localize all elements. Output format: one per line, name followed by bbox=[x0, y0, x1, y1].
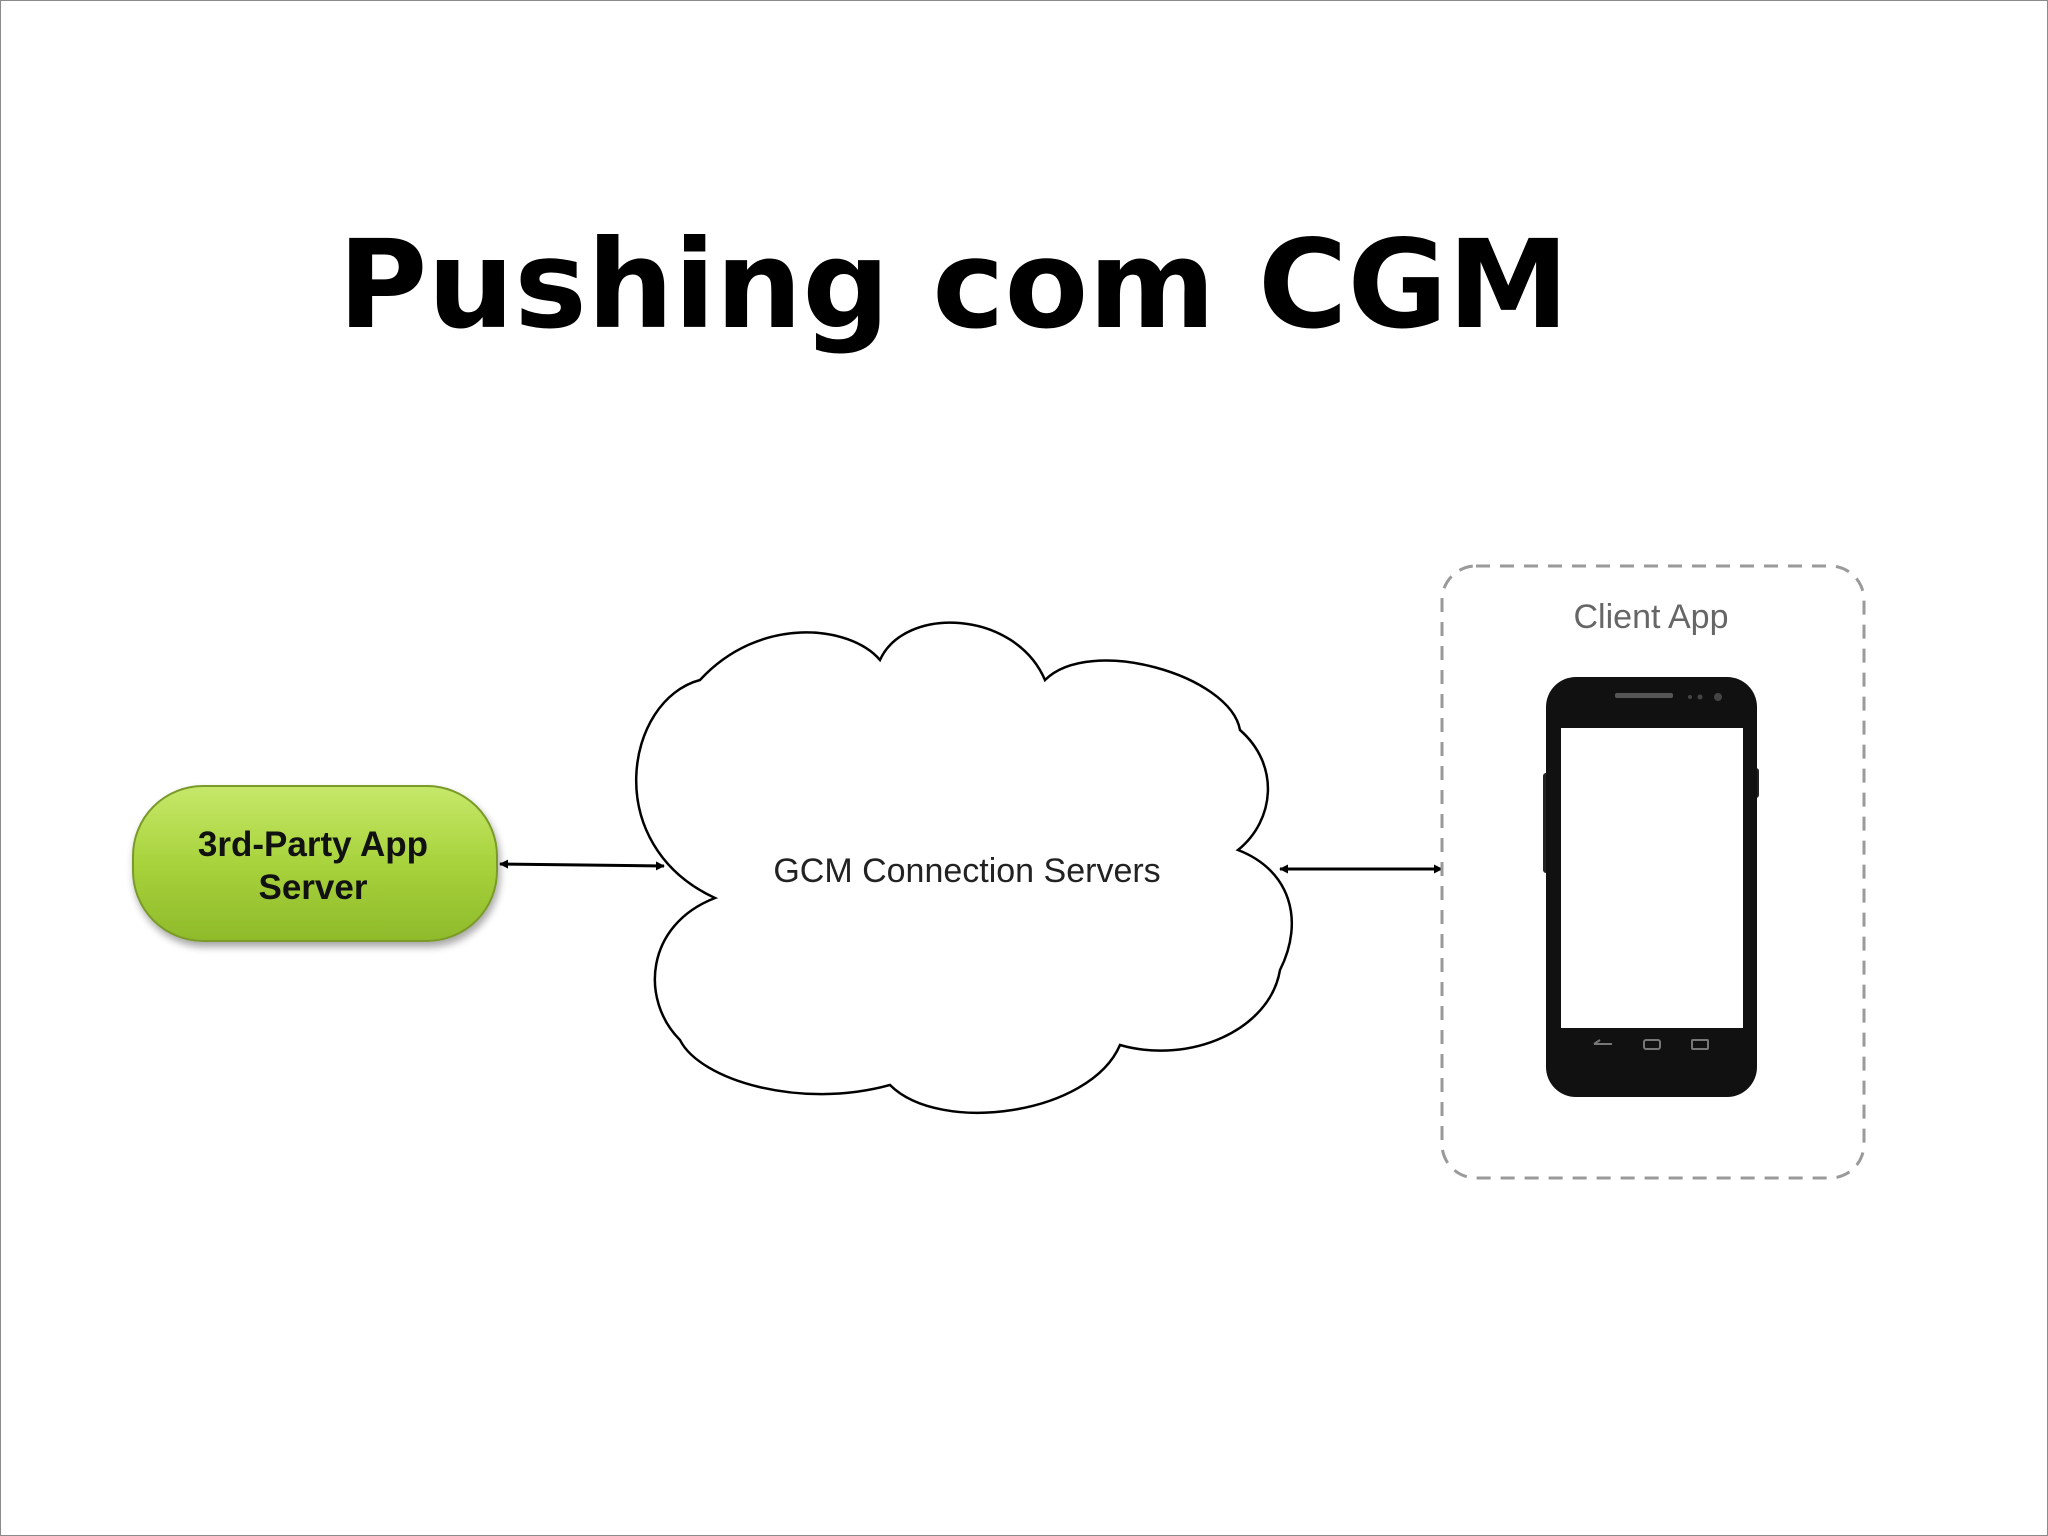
client-app-label: Client App bbox=[1574, 598, 1729, 636]
client-app-node: Client App bbox=[1440, 564, 1866, 1180]
client-app-container bbox=[1440, 564, 1866, 1180]
app-server-node: 3rd-Party App Server bbox=[132, 785, 498, 942]
cloud-label: GCM Connection Servers bbox=[773, 852, 1160, 890]
smartphone-icon bbox=[1543, 677, 1759, 1097]
server-cloud-connector bbox=[499, 859, 665, 871]
app-server-label-line1: 3rd-Party App bbox=[198, 825, 428, 864]
cloud-shape bbox=[635, 621, 1294, 1115]
slide-title: Pushing com CGM bbox=[338, 214, 1570, 356]
app-server-label-line2: Server bbox=[259, 868, 368, 907]
gcm-cloud-node: GCM Connection Servers bbox=[635, 621, 1294, 1115]
app-server-shape bbox=[132, 785, 498, 942]
